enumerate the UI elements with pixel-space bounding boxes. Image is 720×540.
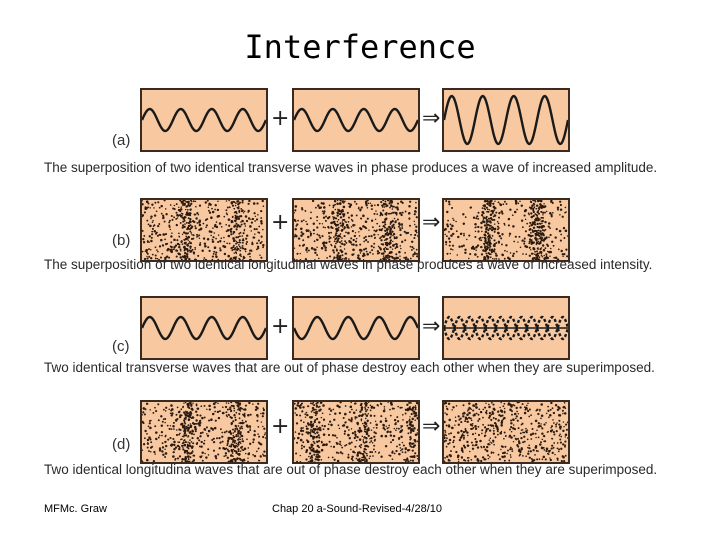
- plus-sign: +: [271, 106, 290, 131]
- wave-box-c3: [442, 296, 570, 360]
- panel-caption: Two identical transverse waves that are …: [44, 360, 655, 375]
- panel-caption: Two identical longitudina waves that are…: [44, 462, 658, 477]
- plus-sign: +: [271, 314, 290, 339]
- panel-label: (b): [112, 232, 131, 249]
- wave-box-a2: [292, 88, 420, 152]
- longitudinal-wave-intense: [444, 200, 568, 260]
- page-title: Interference: [244, 28, 476, 66]
- longitudinal-wave: [294, 200, 418, 260]
- uniform-medium: [444, 402, 568, 462]
- wave-box-d1: [140, 400, 268, 464]
- longitudinal-wave: [142, 200, 265, 260]
- wave-box-b2: [292, 198, 420, 262]
- wave-box-d2: [292, 400, 420, 464]
- panel-c: + ⇒ (c) Two identical transverse waves t…: [0, 296, 720, 396]
- transverse-wave: [142, 107, 266, 133]
- wave-box-b3: [442, 198, 570, 262]
- panel-label: (d): [112, 436, 131, 453]
- longitudinal-wave-shifted: [294, 402, 418, 462]
- panel-caption: The superposition of two identical trans…: [44, 160, 658, 175]
- longitudinal-wave: [142, 402, 266, 462]
- transverse-wave-inverted: [294, 315, 418, 341]
- footer-author: MFMc. Graw: [44, 503, 107, 515]
- transverse-wave: [294, 107, 418, 133]
- panel-label: (c): [112, 338, 130, 355]
- wave-box-a1: [140, 88, 268, 152]
- wave-box-b1: [140, 198, 268, 262]
- panel-d: + ⇒ (d) Two identical longitudina waves …: [0, 398, 720, 498]
- panel-a: + ⇒ (a) The superposition of two identic…: [0, 86, 720, 186]
- arrow-icon: ⇒: [422, 414, 441, 439]
- transverse-wave-large: [444, 94, 568, 146]
- wave-box-c2: [292, 296, 420, 360]
- arrow-icon: ⇒: [422, 314, 441, 339]
- wave-box-c1: [140, 296, 268, 360]
- plus-sign: +: [271, 210, 290, 235]
- transverse-wave: [142, 315, 266, 341]
- panel-label: (a): [112, 132, 131, 149]
- plus-sign: +: [271, 414, 290, 439]
- arrow-icon: ⇒: [422, 210, 441, 235]
- panel-caption: The superposition of two identical longi…: [44, 257, 653, 272]
- wave-box-d3: [442, 400, 570, 464]
- footer-source: Chap 20 a-Sound-Revised-4/28/10: [272, 503, 443, 515]
- wave-box-a3: [442, 88, 570, 152]
- panel-b: + ⇒ (b) The superposition of two identic…: [0, 196, 720, 296]
- cancelled-wave: [444, 315, 568, 341]
- arrow-icon: ⇒: [422, 106, 441, 131]
